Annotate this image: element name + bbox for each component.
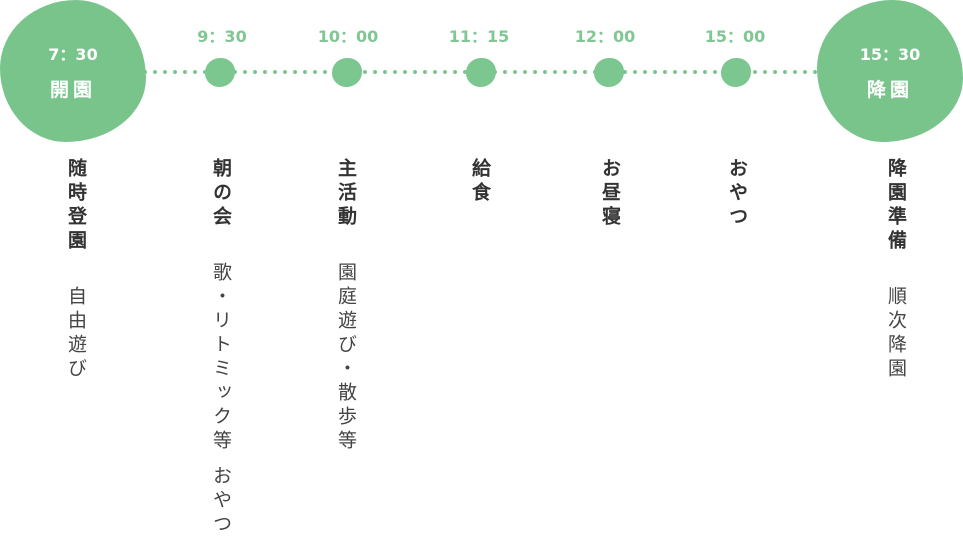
end-blob: 15：30 降園 xyxy=(817,0,963,142)
timeline-dot xyxy=(466,58,496,87)
timeline-dot xyxy=(721,58,751,87)
item-detail: 自由遊び xyxy=(65,286,87,382)
item-title: 主活動 xyxy=(335,158,357,230)
item-title: 朝の会 xyxy=(210,158,232,230)
start-time: 7：30 xyxy=(48,44,98,64)
schedule-item: おやつ xyxy=(725,158,749,230)
schedule-item: 朝の会歌・リトミック等 おやつ xyxy=(209,158,233,537)
item-detail: 順次降園 xyxy=(885,286,907,382)
item-detail: 歌・リトミック等 おやつ xyxy=(210,262,232,538)
item-title: 随時登園 xyxy=(65,158,87,254)
item-title: 降園準備 xyxy=(885,158,907,254)
schedule-item: 随時登園自由遊び xyxy=(64,158,88,382)
item-title: 給食 xyxy=(469,158,491,206)
schedule-item: お昼寝 xyxy=(598,158,622,230)
end-time: 15：30 xyxy=(859,44,921,64)
timeline-dot xyxy=(332,58,362,87)
schedule-item: 主活動園庭遊び・散歩等 xyxy=(334,158,358,454)
timeline-dot xyxy=(594,58,624,87)
schedule-item: 降園準備順次降園 xyxy=(884,158,908,382)
end-label: 降園 xyxy=(866,78,913,101)
time-label: 10：00 xyxy=(317,27,379,46)
time-label: 12：00 xyxy=(574,27,636,46)
item-title: お昼寝 xyxy=(599,158,621,230)
time-label: 11：15 xyxy=(448,27,510,46)
start-label: 開園 xyxy=(49,78,96,101)
time-label: 9：30 xyxy=(197,27,247,46)
item-detail: 園庭遊び・散歩等 xyxy=(335,262,357,454)
start-blob: 7：30 開園 xyxy=(0,0,146,142)
time-label: 15：00 xyxy=(704,27,766,46)
item-title: おやつ xyxy=(726,158,748,230)
timeline-dot xyxy=(205,58,235,87)
schedule-item: 給食 xyxy=(468,158,492,206)
